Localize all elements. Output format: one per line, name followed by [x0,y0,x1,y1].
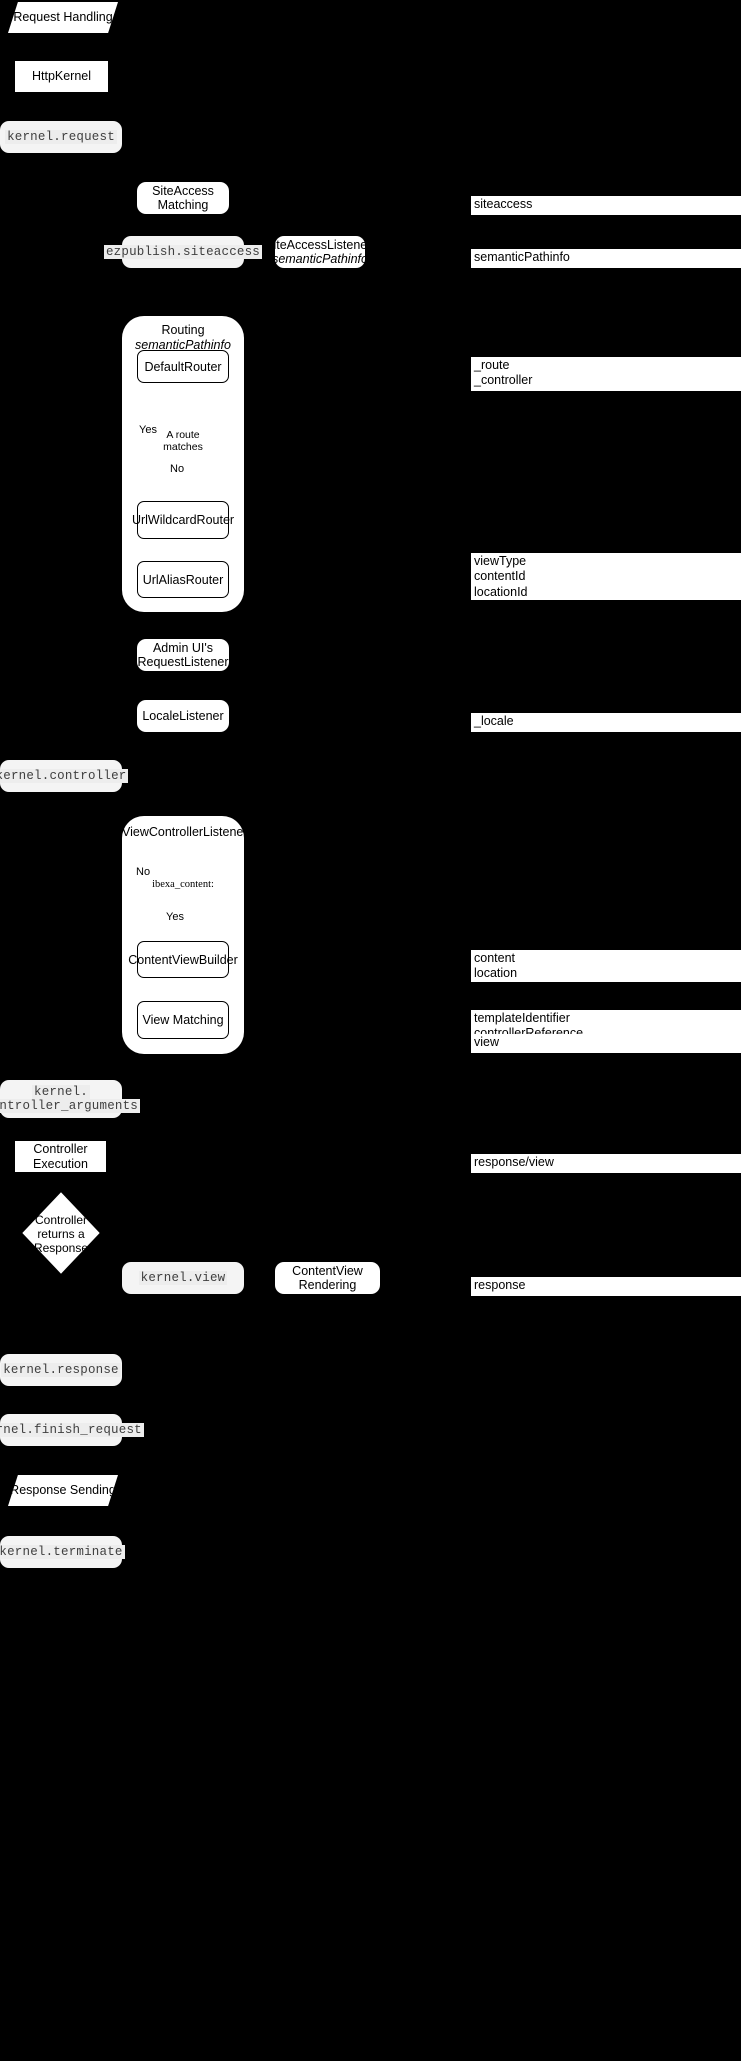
node-urlwildcard-router-label: UrlWildcardRouter [131,513,235,527]
node-siteaccess-listener: SiteAccessListener: semanticPathinfo [265,236,375,268]
attr-content-location: content location [471,950,741,982]
node-controller-execution: Controller Execution [15,1141,106,1172]
decision-controller-returns-response: Controller returns a Response [25,1207,97,1261]
attr-view: view [471,1034,741,1053]
node-locale-listener: LocaleListener [137,700,229,732]
event-kernel-view: kernel.view [122,1262,244,1294]
event-kernel-finish-request: kernel.finish_request [0,1414,144,1446]
node-content-view-builder-label: ContentViewBuilder [128,952,238,967]
node-siteaccess-listener-line1: SiteAccessListener: [265,237,375,252]
attr-response: response [471,1277,741,1296]
attr-view-line: view [474,1035,500,1049]
decision-controller-line3: Response [33,1241,89,1255]
node-urlalias-router: UrlAliasRouter [137,561,229,598]
event-ezpublish-siteaccess: ezpublish.siteaccess [103,236,263,268]
view-decision-no-label: No [136,866,151,878]
node-view-matching: View Matching [137,1001,229,1039]
attr-locale-line: _locale [474,714,514,728]
event-kernel-request-label: kernel.request [5,129,117,145]
event-kernel-controller-label: kernel.controller [0,768,129,784]
event-kernel-controller: kernel.controller [0,760,129,792]
routing-decision-yes-label: Yes [139,424,157,436]
attr-content-line: content [474,951,516,965]
event-kernel-response: kernel.response [0,1354,122,1386]
group-routing-title-italic: semanticPathinfo [135,337,231,352]
group-view-controller-listener-title: ViewControllerListener [122,825,248,839]
attr-siteaccess: siteaccess [471,196,741,215]
event-kernel-controller-arguments-line2: controller_arguments [0,1099,141,1114]
node-contentview-rendering-label: ContentView Rendering [292,1263,363,1292]
attr-locale: _locale [471,713,741,732]
attr-viewtype-line: viewType [474,554,527,568]
event-kernel-view-label: kernel.view [138,1270,228,1286]
node-siteaccess-matching: SiteAccess Matching [137,182,229,214]
attr-locationid-line: locationId [474,584,528,599]
attr-route-line: _route [474,358,510,372]
node-httpkernel: HttpKernel [15,61,108,92]
attr-response-view-line: response/view [474,1155,554,1169]
view-decision-yes-label: Yes [166,911,184,923]
attr-route-controller: _route _controller [471,357,741,391]
attr-response-view: response/view [471,1154,741,1173]
node-contentview-rendering: ContentView Rendering [275,1262,380,1294]
banner-response-sending: Response Sending [8,1475,118,1506]
event-kernel-controller-arguments-line1: kernel. [32,1084,90,1099]
node-admin-ui-line1: Admin UI's [152,640,214,655]
node-default-router-label: DefaultRouter [144,359,222,374]
node-view-matching-label: View Matching [142,1013,224,1027]
node-locale-listener-label: LocaleListener [142,708,224,723]
routing-decision-no-label: No [170,463,185,475]
attr-response-line: response [474,1278,526,1292]
event-kernel-terminate-label: kernel.terminate [0,1544,125,1560]
node-default-router: DefaultRouter [137,350,229,383]
node-content-view-builder: ContentViewBuilder [128,941,238,978]
event-kernel-controller-arguments: kernel. controller_arguments [0,1080,141,1118]
node-urlalias-router-label: UrlAliasRouter [142,572,224,587]
node-httpkernel-label: HttpKernel [31,69,92,84]
event-kernel-request: kernel.request [0,121,122,153]
node-admin-ui-line2: RequestListener [137,655,229,669]
node-urlwildcard-router: UrlWildcardRouter [132,501,234,539]
attr-view-content-location: viewType contentId locationId [471,553,741,600]
attr-contentid-line: contentId [474,569,526,584]
event-kernel-finish-request-label: kernel.finish_request [0,1422,144,1438]
banner-response-sending-label: Response Sending [10,1483,116,1498]
decision-controller-line1: Controller [34,1213,88,1227]
decision-controller-line2: returns a [37,1227,85,1241]
attr-semanticpathinfo: semanticPathinfo [471,249,741,268]
banner-request-handling: Request Handling [8,2,118,33]
node-admin-ui-request-listener: Admin UI's RequestListener [137,639,229,671]
node-controller-execution-label: Controller Execution [33,1142,88,1171]
attr-siteaccess-line1: siteaccess [474,197,533,211]
attr-semanticpathinfo-line1: semanticPathinfo [474,250,570,264]
event-ezpublish-siteaccess-label: ezpublish.siteaccess [103,244,263,260]
group-routing-title-prefix: Routing [161,323,205,337]
event-kernel-terminate: kernel.terminate [0,1536,125,1568]
attr-location-line: location [474,966,518,981]
node-siteaccess-listener-line2: semanticPathinfo [272,252,368,266]
node-siteaccess-matching-label: SiteAccess Matching [152,183,214,212]
event-kernel-response-label: kernel.response [1,1362,121,1378]
attr-templateidentifier-line: templateIdentifier [474,1011,570,1025]
banner-request-handling-label: Request Handling [13,10,113,25]
attr-controller-line: _controller [474,373,533,388]
